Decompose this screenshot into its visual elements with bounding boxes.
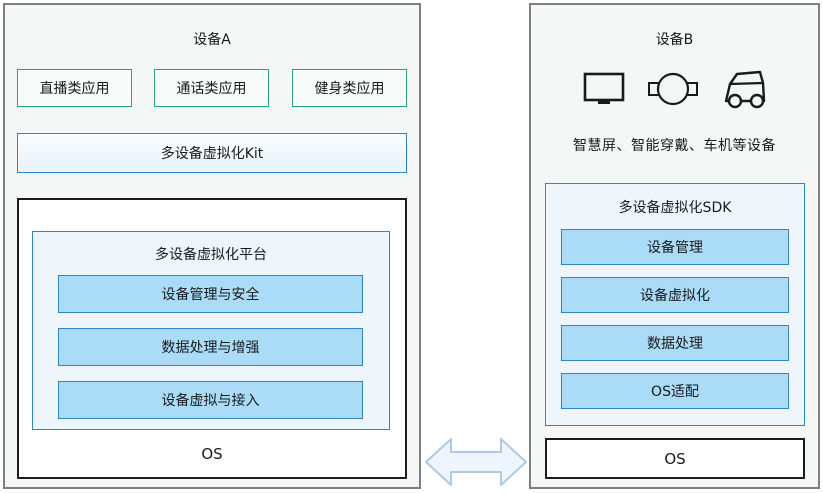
smart-screen-icon xyxy=(583,72,624,104)
platform-layer-device-virtualization-access: 设备虚拟与接入 xyxy=(58,381,363,419)
platform-layer-data-processing-enhancement: 数据处理与增强 xyxy=(58,328,363,366)
app-box-fitness: 健身类应用 xyxy=(292,69,407,107)
app-box-live-streaming: 直播类应用 xyxy=(17,69,132,107)
sdk-layer-device-management: 设备管理 xyxy=(561,229,789,265)
virtualization-sdk-box: 多设备虚拟化SDK 设备管理 设备虚拟化 数据处理 OS适配 xyxy=(545,183,805,426)
device-b-title: 设备B xyxy=(655,32,694,48)
app-box-calling: 通话类应用 xyxy=(154,69,269,107)
device-b-os-box: OS xyxy=(545,438,805,479)
multi-device-virtualization-kit-bar: 多设备虚拟化Kit xyxy=(17,133,407,173)
device-a-title: 设备A xyxy=(193,32,231,48)
device-a-panel: 设备A 直播类应用 通话类应用 健身类应用 多设备虚拟化Kit 多设备虚拟化平台… xyxy=(3,3,421,489)
bidirectional-arrow-icon xyxy=(425,438,527,486)
device-b-panel: 设备B 智慧屏、智能穿戴、车机等设备 多设备虚拟化SDK xyxy=(529,3,820,489)
virtualization-sdk-title: 多设备虚拟化SDK xyxy=(618,200,732,216)
sdk-layer-data-processing: 数据处理 xyxy=(561,325,789,361)
device-a-os-container: 多设备虚拟化平台 设备管理与安全 数据处理与增强 设备虚拟与接入 OS xyxy=(17,198,407,479)
car-icon xyxy=(724,70,765,109)
virtualization-platform-title: 多设备虚拟化平台 xyxy=(155,247,267,263)
device-b-icon-row xyxy=(531,65,818,113)
device-a-os-label: OS xyxy=(201,445,223,463)
sdk-layer-os-adaptation: OS适配 xyxy=(561,373,789,409)
device-b-os-label: OS xyxy=(664,449,686,468)
sdk-layer-device-virtualization: 设备虚拟化 xyxy=(561,277,789,313)
device-b-caption: 智慧屏、智能穿戴、车机等设备 xyxy=(573,138,776,154)
virtualization-platform-box: 多设备虚拟化平台 设备管理与安全 数据处理与增强 设备虚拟与接入 xyxy=(32,231,390,430)
smart-wearable-icon xyxy=(647,72,698,106)
platform-layer-device-management-security: 设备管理与安全 xyxy=(58,275,363,313)
